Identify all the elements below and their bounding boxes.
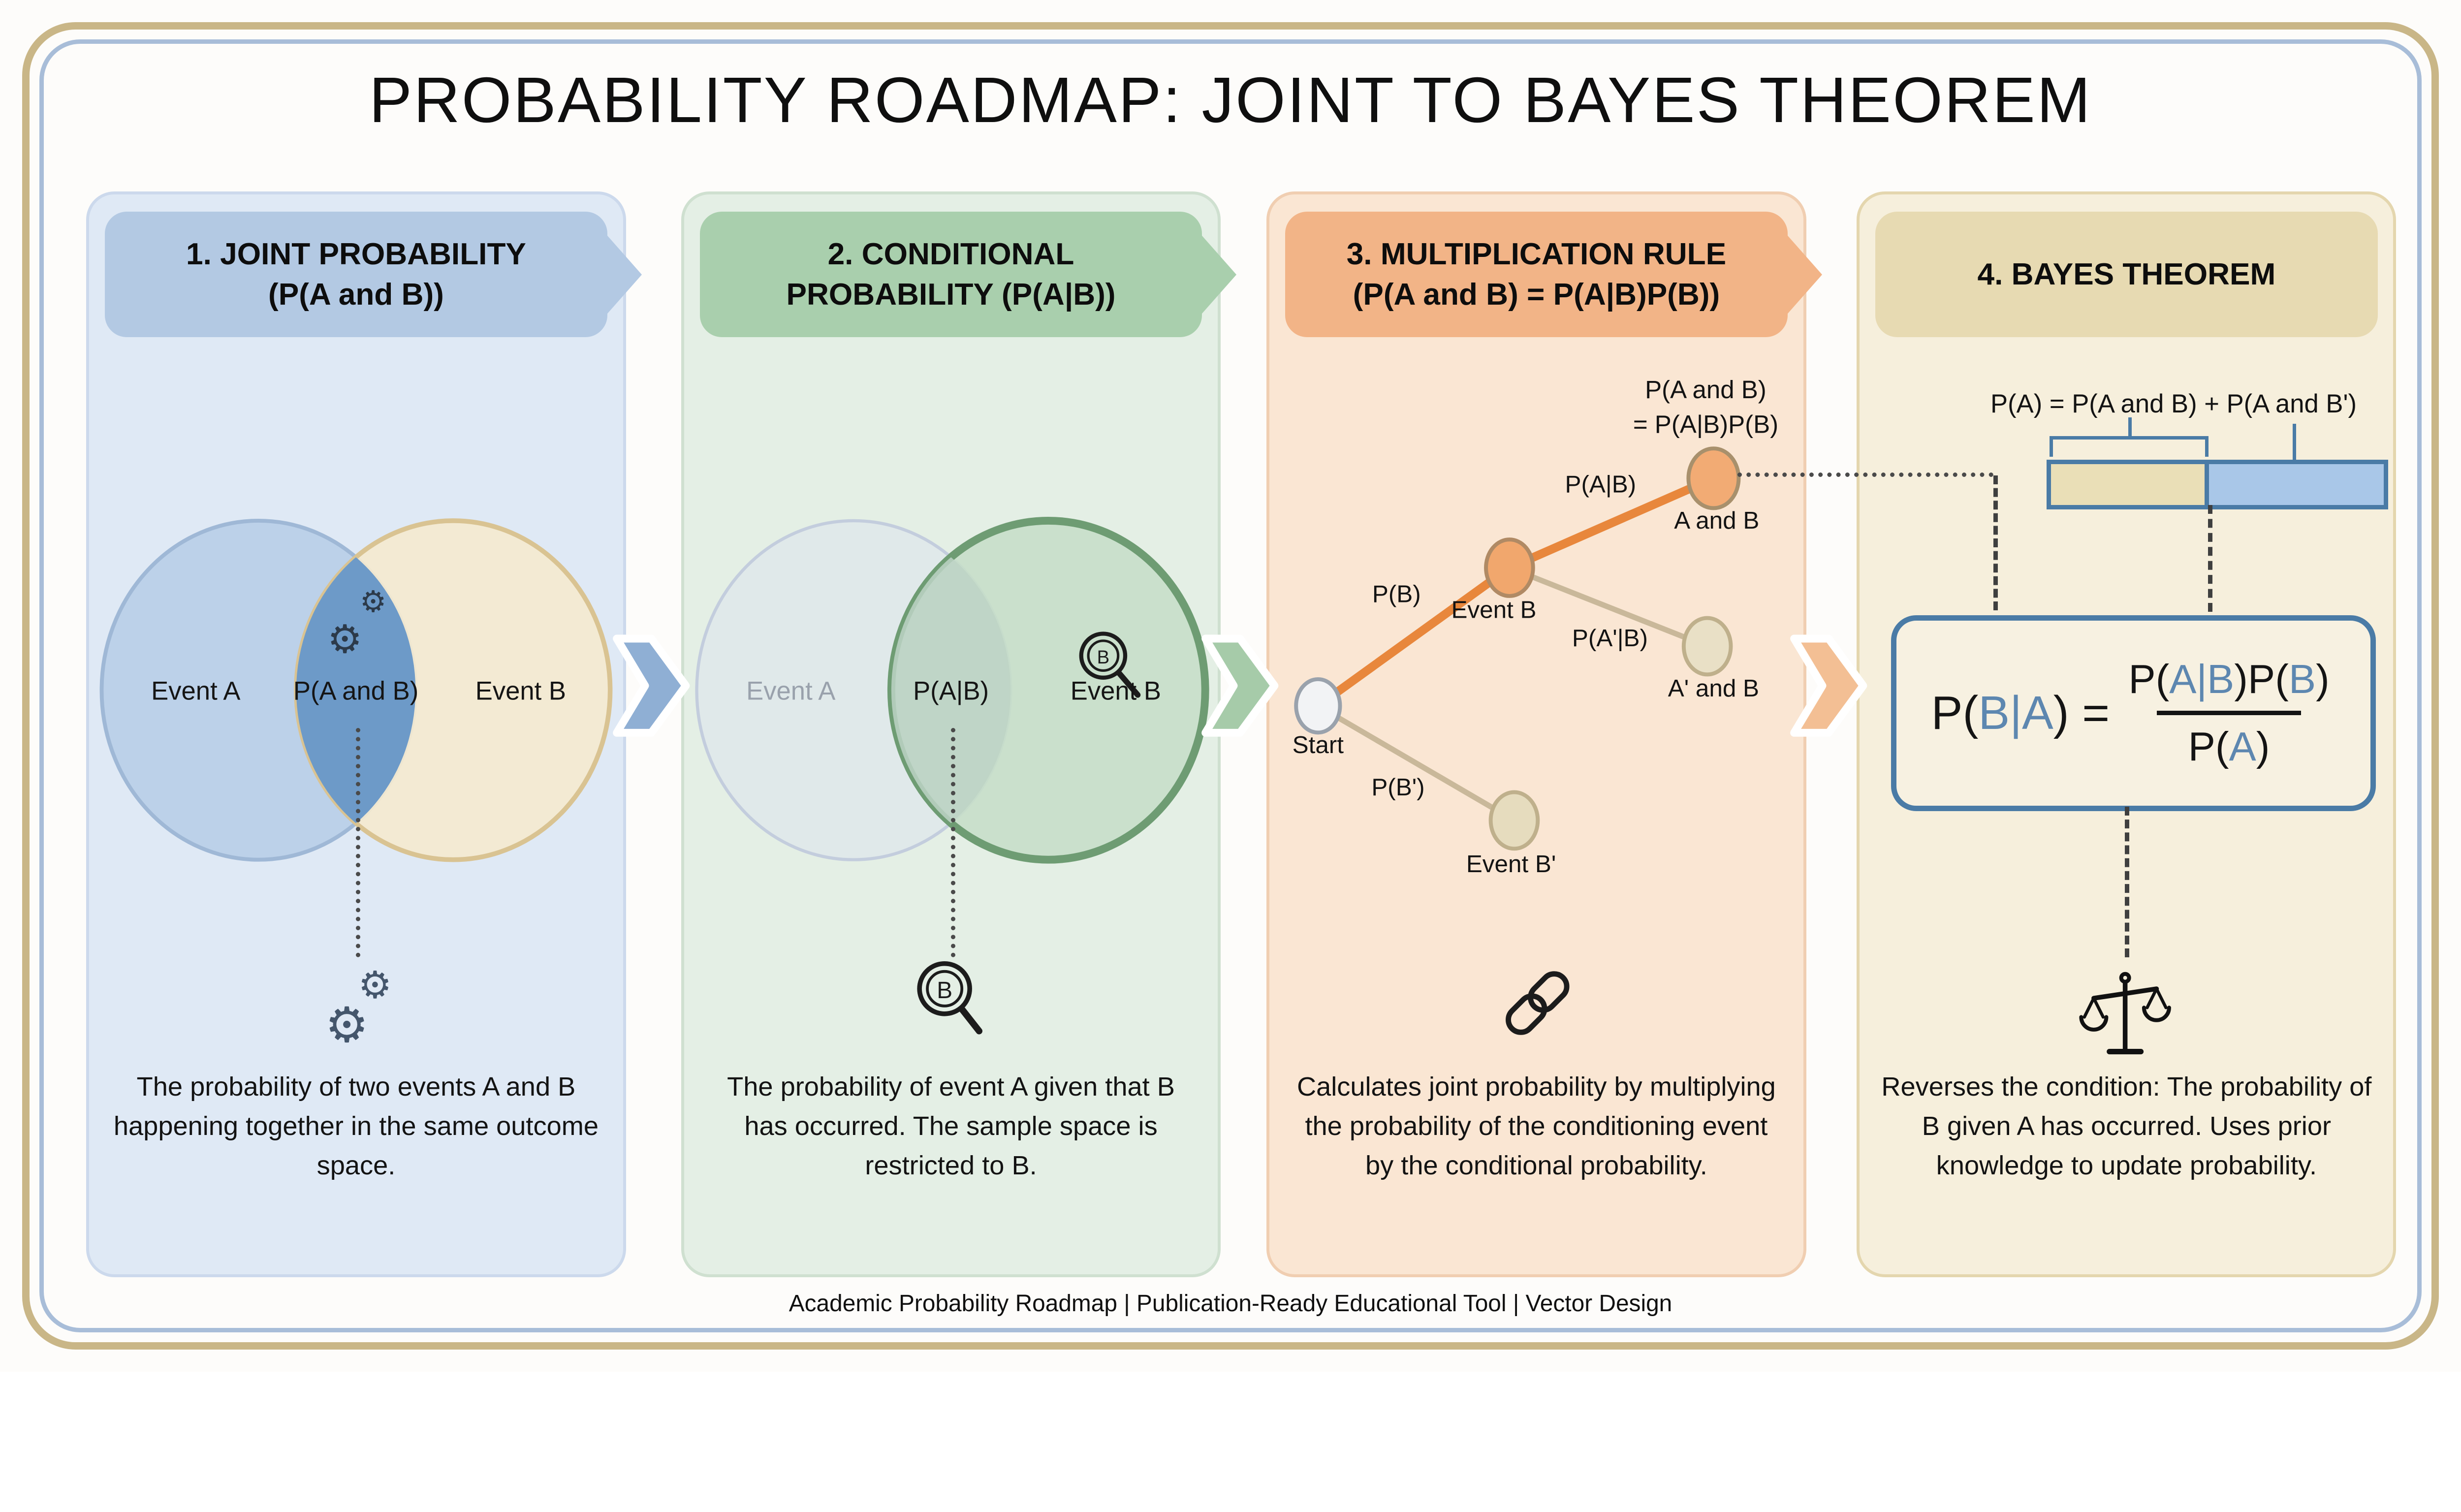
tree-edge-pbprime <box>1317 703 1516 823</box>
svg-text:B: B <box>937 977 952 1004</box>
flow-arrow-2 <box>1201 634 1279 737</box>
panel-2-header-line1: 2. CONDITIONAL <box>827 237 1074 271</box>
venn-right-label: Event B <box>475 677 566 706</box>
svg-text:⚙: ⚙ <box>325 998 369 1052</box>
description-text: The probability of event A given that B … <box>727 1071 1175 1181</box>
bar-segment-complement <box>2205 464 2384 505</box>
tree-edge-label-pb: P(B) <box>1372 581 1421 608</box>
panel-3-header: 3. MULTIPLICATION RULE (P(A and B) = P(A… <box>1285 212 1788 338</box>
tree-edge-label-pbprime: P(B') <box>1372 774 1425 801</box>
venn-intersection <box>296 521 416 860</box>
panel-bayes-theorem: 4. BAYES THEOREM P(A) = P(A and B) + P(A… <box>1857 191 2397 1277</box>
panel-3-header-line2: (P(A and B) = P(A|B)P(B)) <box>1353 277 1720 312</box>
tree-result-label: P(A and B) <box>1645 376 1767 404</box>
panel-2-header: 2. CONDITIONAL PROBABILITY (P(A|B)) <box>699 212 1202 338</box>
venn-left-label: Event A <box>746 677 835 706</box>
connector-dotted-line <box>1737 472 1993 477</box>
panel-conditional-probability: 2. CONDITIONAL PROBABILITY (P(A|B)) B Ev… <box>681 191 1221 1277</box>
flow-arrow-3 <box>1790 634 1867 737</box>
tree-edge-label-pab: P(A|B) <box>1565 471 1637 498</box>
bayes-formula-lhs: P(B|A) = <box>1931 686 2110 739</box>
panel-1-header-line1: 1. JOINT PROBABILITY <box>186 237 526 271</box>
tree-edge-label-papb: P(A'|B) <box>1572 625 1648 652</box>
connector-dashed-line <box>2208 505 2212 612</box>
scales-icon <box>2079 972 2171 1054</box>
tree-node-a-and-b <box>1686 446 1741 510</box>
tree-edge-pb <box>1316 564 1513 710</box>
gears-icon: ⚙ <box>360 585 386 618</box>
venn-left-label: Event A <box>152 677 241 706</box>
connector-dotted-line <box>356 728 360 957</box>
panel-joint-probability: 1. JOINT PROBABILITY (P(A and B)) ⚙ ⚙ Ev… <box>86 191 626 1277</box>
tree-edge-pab <box>1508 474 1716 572</box>
description-text: Calculates joint probability by multiply… <box>1296 1071 1776 1181</box>
venn-right-label: Event B <box>1071 677 1161 706</box>
flow-arrow-1 <box>613 634 690 737</box>
tree-node-label-start: Start <box>1293 731 1344 758</box>
gears-icon: ⚙ ⚙ <box>325 965 392 1052</box>
tree-node-start <box>1294 677 1342 735</box>
chain-icon <box>1505 971 1570 1035</box>
connector-dashed-line <box>1993 475 1998 611</box>
tree-node-label-event-bprime: Event B' <box>1466 851 1556 878</box>
page-title: PROBABILITY ROADMAP: JOINT TO BAYES THEO… <box>369 63 2092 136</box>
connector-dotted-line <box>951 728 955 957</box>
probability-roadmap-poster: PROBABILITY ROADMAP: JOINT TO BAYES THEO… <box>0 0 2461 1372</box>
svg-text:B: B <box>1097 647 1110 668</box>
tree-edge-papb <box>1509 565 1709 649</box>
inner-border <box>39 39 2422 1333</box>
venn-intersection <box>891 521 1011 860</box>
magnifier-b-icon: B <box>1079 631 1141 698</box>
panel-1-header: 1. JOINT PROBABILITY (P(A and B)) <box>105 212 607 338</box>
tree-node-event-b <box>1484 537 1536 598</box>
venn-diagram-conditional: B Event A P(A|B) Event B <box>695 517 1209 864</box>
bayes-formula-box: P(B|A) = P(A|B)P(B) P(A) <box>1891 615 2376 811</box>
panel-1-header-line2: (P(A and B)) <box>268 277 444 312</box>
tick-complement-part <box>2293 423 2297 460</box>
panel-4-header-line1: 4. BAYES THEOREM <box>1977 257 2276 291</box>
panel-multiplication-rule: 3. MULTIPLICATION RULE (P(A and B) = P(A… <box>1266 191 1806 1277</box>
connector-dashed-line <box>2125 806 2129 957</box>
description-text: The probability of two events A and B ha… <box>113 1071 599 1181</box>
bayes-formula-numerator: P(A|B)P(B) <box>2128 656 2330 702</box>
svg-text:⚙: ⚙ <box>358 965 392 1007</box>
tree-node-label-event-b: Event B <box>1451 597 1537 624</box>
tree-node-aprime-b <box>1682 616 1733 677</box>
gears-icon: ⚙ <box>327 617 362 661</box>
tree-node-event-bprime <box>1488 790 1540 851</box>
footer-caption: Academic Probability Roadmap | Publicati… <box>789 1291 1672 1317</box>
total-probability-formula: P(A) = P(A and B) + P(A and B') <box>1990 389 2357 419</box>
venn-center-label: P(A and B) <box>293 677 418 706</box>
bar-segment-joint <box>2051 464 2205 505</box>
probability-bar <box>2046 459 2388 509</box>
panel-2-header-line2: PROBABILITY (P(A|B)) <box>786 277 1116 312</box>
panel-3-header-line1: 3. MULTIPLICATION RULE <box>1346 237 1727 271</box>
venn-center-label: P(A|B) <box>913 677 989 706</box>
tree-node-label-a-and-b: A and B <box>1674 507 1760 534</box>
tree-result-label: = P(A|B)P(B) <box>1633 410 1778 439</box>
tree-diagram: P(A and B) = P(A|B)P(B) P(A|B) P(B) P(A'… <box>1293 376 1778 878</box>
bayes-formula-fraction: P(A|B)P(B) P(A) <box>2122 656 2336 770</box>
venn-diagram-joint: ⚙ ⚙ Event A P(A and B) Event B <box>99 518 613 862</box>
description-text: Reverses the condition: The probability … <box>1881 1071 2372 1181</box>
outer-border <box>22 22 2439 1350</box>
magnifier-b-icon: B <box>917 961 983 1035</box>
tree-node-label-aprime-b: A' and B <box>1668 675 1759 702</box>
bracket-joint-part <box>2050 436 2209 457</box>
bracket-stem <box>2128 417 2132 437</box>
bayes-formula-denominator: P(A) <box>2156 711 2302 770</box>
panel-4-header: 4. BAYES THEOREM <box>1875 212 2378 338</box>
